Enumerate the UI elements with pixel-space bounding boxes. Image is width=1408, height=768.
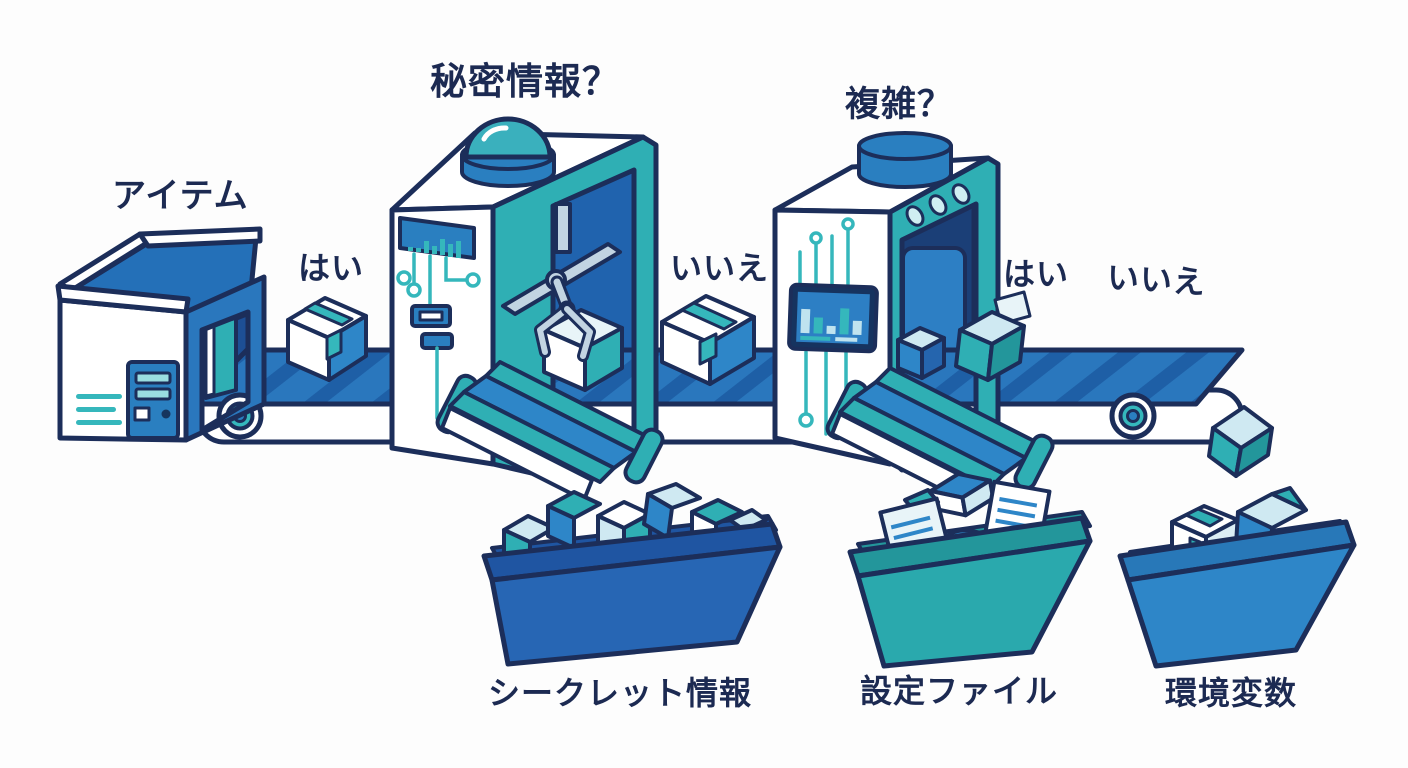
belt-box-2 xyxy=(660,294,756,386)
machine1-circuit-traces xyxy=(396,252,481,420)
belt-box-1 xyxy=(286,296,368,382)
teal-tipping-box xyxy=(954,290,1032,382)
machine2-indicator-lights xyxy=(905,183,971,227)
falling-box-config xyxy=(928,471,996,518)
label-question-complex: 複雑？ xyxy=(845,85,954,125)
bin-env-body xyxy=(1125,542,1357,669)
server-tower xyxy=(126,360,180,440)
machine2-top-cylinder xyxy=(857,131,953,189)
machine2-screen xyxy=(787,282,879,354)
machine2-exit-items xyxy=(896,290,1032,382)
robot-claw xyxy=(501,202,622,362)
claw-station xyxy=(501,202,624,392)
label-no-1: いいえ xyxy=(670,249,770,287)
source-box xyxy=(55,226,267,443)
label-lines-decoration xyxy=(76,394,122,425)
label-items-source: アイテム xyxy=(112,176,249,216)
bin-secret xyxy=(481,482,783,667)
bin-secret-body xyxy=(489,544,783,667)
label-no-2: いいえ xyxy=(1106,258,1207,302)
label-bin-config: 設定ファイル xyxy=(860,672,1059,710)
bin-config xyxy=(847,479,1093,669)
bin-env xyxy=(1117,486,1357,669)
label-bin-env: 環境変数 xyxy=(1165,674,1298,712)
belt-wheel-right xyxy=(1109,392,1157,440)
label-yes-1: はい xyxy=(298,249,365,287)
claw-box xyxy=(542,308,624,392)
label-question-secret: 秘密情報？ xyxy=(430,60,620,103)
bin-config-body xyxy=(855,538,1093,669)
label-bin-secret: シークレット情報 xyxy=(488,674,753,712)
machine1-screen xyxy=(398,216,476,260)
label-yes-2: はい xyxy=(1003,255,1070,293)
machine1-dome-light xyxy=(460,116,556,188)
blue-cube-item xyxy=(896,326,946,380)
falling-cube-env xyxy=(1207,405,1274,478)
